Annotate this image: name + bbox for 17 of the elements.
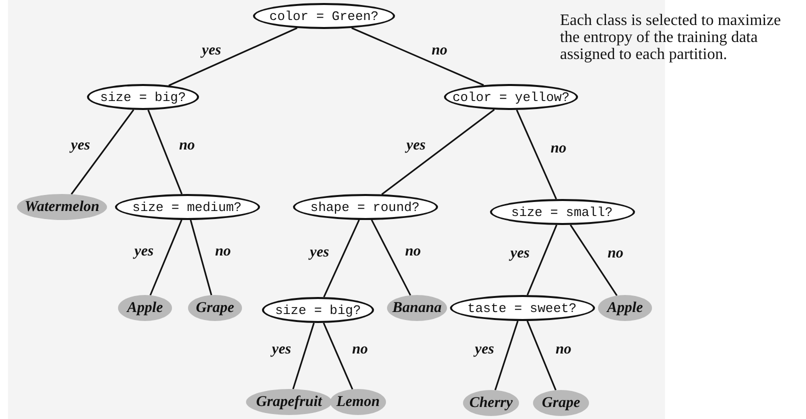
connector-line bbox=[292, 322, 315, 390]
connector-line bbox=[526, 224, 558, 296]
connector-line bbox=[370, 220, 412, 296]
connector-line bbox=[70, 109, 134, 195]
connector-line bbox=[147, 110, 183, 194]
connector-line bbox=[190, 220, 212, 296]
annotation-text: Each class is selected to maximize the entropy of the training data assigned to each partition. bbox=[560, 12, 782, 63]
connector-line bbox=[322, 322, 354, 390]
connector-line bbox=[351, 27, 484, 86]
connector-line bbox=[323, 220, 360, 298]
connector-line bbox=[150, 220, 182, 296]
connector-line bbox=[570, 224, 618, 296]
connector-line bbox=[516, 110, 557, 200]
connector-line bbox=[494, 320, 519, 390]
connector-line bbox=[526, 320, 556, 391]
connector-line bbox=[381, 108, 495, 195]
connector-line bbox=[168, 27, 298, 86]
